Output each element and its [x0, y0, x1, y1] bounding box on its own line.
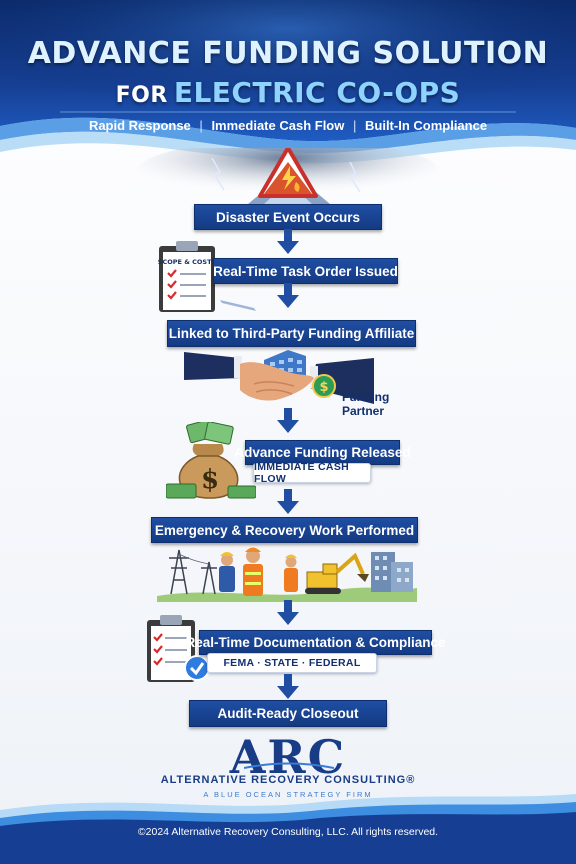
step-task-order: Real-Time Task Order Issued: [213, 258, 398, 284]
badge-agencies: FEMA · STATE · FEDERAL: [207, 653, 377, 673]
lightning-icon: [348, 161, 361, 193]
excavator-icon: [305, 552, 369, 594]
svg-text:$: $: [201, 465, 219, 495]
svg-text:$: $: [319, 380, 328, 395]
clipboard-icon: SCOPE & COSTS: [158, 241, 217, 312]
arc-logo: ARC: [229, 730, 347, 784]
work-scene-illustration: [157, 547, 417, 602]
step-recovery-work: Emergency & Recovery Work Performed: [151, 517, 418, 543]
cash-stack-icon: [186, 422, 234, 445]
step-label: Disaster Event Occurs: [215, 209, 361, 225]
funding-partner-line-2: Partner: [342, 404, 385, 418]
alert-triangle-icon: [258, 148, 318, 198]
copyright-text: ©2024 Alternative Recovery Consulting, L…: [137, 826, 439, 838]
badge-label: FEMA · STATE · FEDERAL: [223, 657, 361, 669]
flow-arrow: [277, 408, 299, 433]
handshake-icon: $: [184, 350, 374, 404]
step-label: Advance Funding Released: [234, 445, 411, 460]
clipboard-caption: SCOPE & COSTS: [158, 258, 217, 266]
pen-icon: [220, 300, 256, 311]
worker-icon: [284, 554, 298, 592]
flow-arrow: [277, 674, 299, 699]
clipboard-icon: [147, 615, 210, 682]
funding-partner-line-1: Funding: [342, 390, 390, 404]
money-bag-icon: $: [166, 422, 256, 499]
badge-cash-flow: IMMEDIATE CASH FLOW: [253, 461, 371, 485]
title-highlight: ELECTRIC CO-OPS: [173, 76, 461, 109]
tagline-separator: |: [199, 118, 203, 133]
tagline-item-1: Rapid Response: [88, 118, 191, 133]
step-disaster-event: Disaster Event Occurs: [194, 204, 382, 230]
funding-partner-label: Funding Partner: [342, 390, 389, 418]
step-audit-closeout: Audit-Ready Closeout: [189, 700, 387, 727]
flow-arrow: [277, 283, 299, 308]
step-label: Linked to Third-Party Funding Affiliate: [168, 326, 415, 341]
step-label: Real-Time Documentation & Compliance: [185, 635, 446, 650]
worker-icon: [219, 552, 235, 592]
step-funding-released: Advance Funding Released: [234, 440, 411, 465]
dollar-icon: $: [312, 374, 336, 398]
step-label: Real-Time Task Order Issued: [213, 263, 398, 279]
tagline-item-3: Built-In Compliance: [365, 118, 488, 133]
power-tower-icon: [169, 549, 217, 595]
title-prefix: FOR: [115, 83, 168, 108]
step-funding-affiliate: Linked to Third-Party Funding Affiliate: [167, 320, 416, 347]
footer-waves: [0, 794, 576, 864]
tagline-item-2: Immediate Cash Flow: [211, 118, 345, 133]
storm-illustration: [138, 148, 438, 204]
badge-label: IMMEDIATE CASH FLOW: [254, 461, 350, 485]
step-label: Emergency & Recovery Work Performed: [154, 522, 415, 538]
tagline-separator: |: [352, 118, 357, 133]
flow-arrow: [277, 600, 299, 625]
lightning-icon: [211, 157, 225, 191]
step-label: Audit-Ready Closeout: [217, 706, 359, 721]
logo-swoosh: [244, 762, 334, 769]
tagline: Rapid Response | Immediate Cash Flow | B…: [0, 118, 576, 133]
company-name: ALTERNATIVE RECOVERY CONSULTING®: [160, 774, 416, 786]
worker-icon: [243, 547, 263, 596]
title-line-1: ADVANCE FUNDING SOLUTION: [27, 36, 549, 71]
header-background: [0, 0, 576, 164]
company-subtag: A BLUE OCEAN STRATEGY FIRM: [203, 790, 373, 799]
step-documentation: Real-Time Documentation & Compliance: [185, 630, 446, 655]
flow-arrow: [277, 489, 299, 514]
building-icon: [371, 552, 413, 592]
checkmark-badge-icon: [184, 655, 210, 681]
lightning-icon: [282, 166, 296, 190]
flow-arrow: [277, 229, 299, 254]
flame-icon: [294, 182, 300, 192]
